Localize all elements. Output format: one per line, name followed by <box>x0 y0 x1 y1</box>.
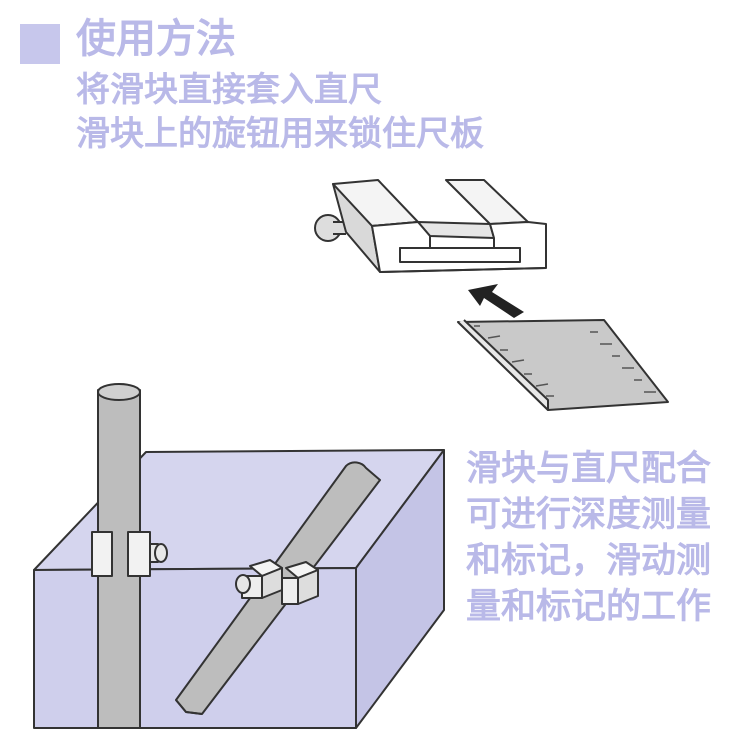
description-line-4: 量和标记的工作 <box>466 584 736 630</box>
arrow-icon <box>468 284 524 318</box>
description-line-3: 和标记，滑动测 <box>466 538 736 584</box>
slider-block-illustration <box>315 180 546 272</box>
description: 滑块与直尺配合 可进行深度测量 和标记，滑动测 量和标记的工作 <box>466 446 736 630</box>
description-line-2: 可进行深度测量 <box>466 492 736 538</box>
ruler-illustration <box>458 320 668 410</box>
description-line-1: 滑块与直尺配合 <box>466 446 736 492</box>
measuring-setup-illustration <box>34 384 444 728</box>
